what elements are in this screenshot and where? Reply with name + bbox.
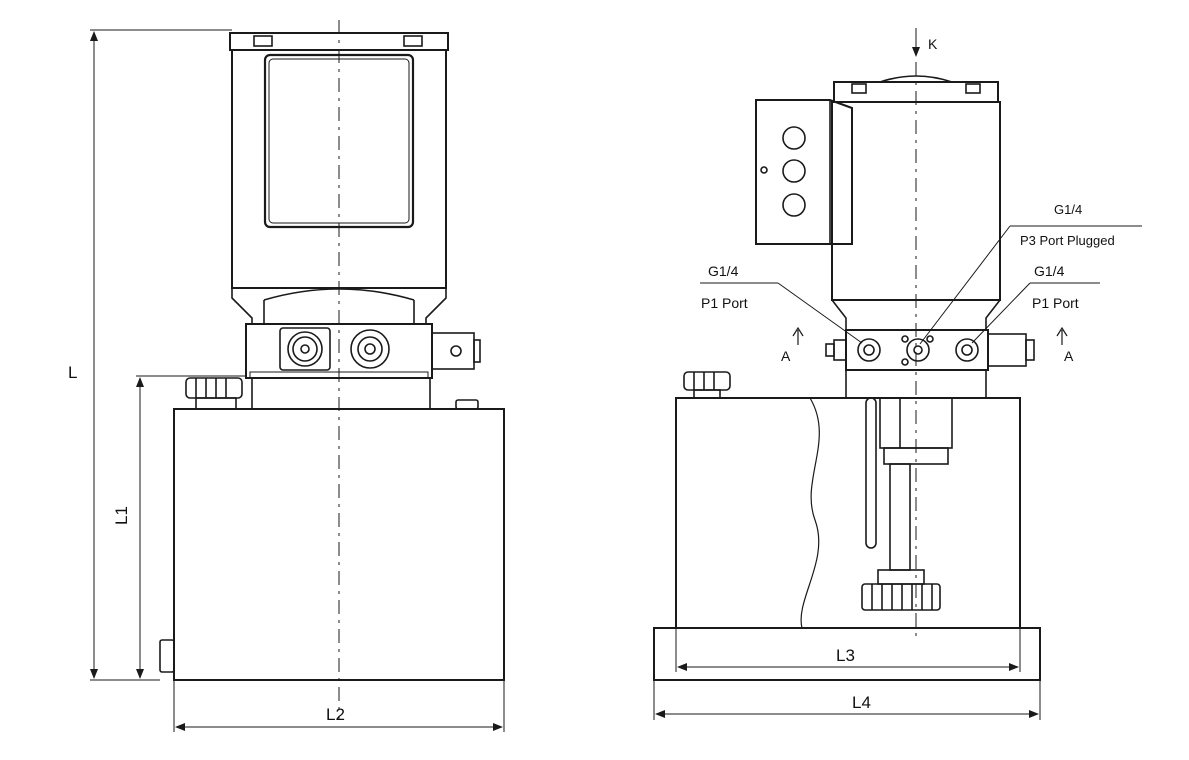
dim-label-L4: L4 [852, 693, 871, 712]
right-port-p3-center [901, 335, 934, 366]
callout-p3-name: P3 Port Plugged [1020, 233, 1115, 248]
right-port-p1-right [955, 338, 979, 362]
section-label-a-left: A [781, 348, 791, 364]
callout-p1-left-name: P1 Port [701, 295, 748, 311]
right-manifold [845, 329, 989, 371]
right-break-line [800, 397, 820, 629]
view-label-k: K [928, 36, 938, 52]
right-terminal-box [755, 99, 853, 245]
dim-label-L1: L1 [112, 506, 131, 525]
callout-p1-left-thread: G1/4 [708, 263, 739, 279]
right-filler-cap [683, 371, 731, 399]
left-manifold-port-2 [350, 329, 390, 369]
right-pump-assembly [861, 397, 953, 611]
left-support-block [251, 377, 431, 410]
left-motor-neck [231, 288, 447, 324]
right-view [653, 28, 1142, 720]
dim-label-L2: L2 [326, 705, 345, 724]
left-filler-cap [185, 377, 243, 410]
left-drain-plug [159, 639, 175, 673]
section-mark-left [792, 326, 804, 345]
callout-p1-right-thread: G1/4 [1034, 263, 1065, 279]
section-mark-right [1056, 326, 1068, 345]
left-view [90, 20, 505, 732]
right-tank [675, 397, 1021, 629]
callout-p1-right-name: P1 Port [1032, 295, 1079, 311]
dim-label-L3: L3 [836, 646, 855, 665]
left-manifold-port-1 [279, 327, 331, 371]
right-port-p1-left [857, 338, 881, 362]
dim-label-L: L [68, 363, 77, 382]
left-valve-block [431, 332, 475, 370]
callout-p3-thread: G1/4 [1054, 202, 1082, 217]
section-label-a-right: A [1064, 348, 1074, 364]
